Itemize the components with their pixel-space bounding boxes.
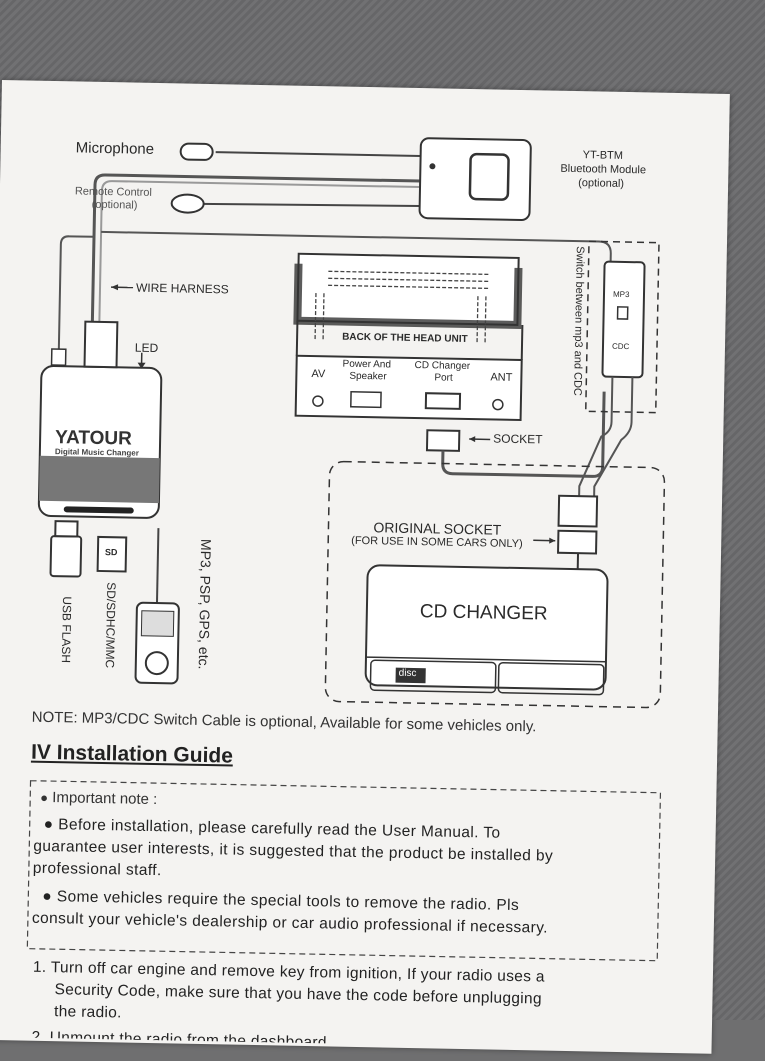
step1-line3: the radio. [54, 1001, 122, 1023]
disc-logo-text: disc [399, 668, 417, 679]
cd-changer-port-label-2: Port [434, 372, 453, 383]
cd-changer-port-icon [426, 393, 460, 409]
power-speaker-label-2: Speaker [349, 371, 386, 383]
original-socket-icon [558, 531, 596, 554]
bullet1-line3: professional staff. [33, 858, 162, 881]
head-unit-back [297, 254, 518, 325]
installation-guide-title: IV Installation Guide [31, 741, 233, 769]
bt-module-desc: Bluetooth Module [560, 163, 646, 177]
socket-label: SOCKET [493, 431, 543, 446]
mp3-switch-label: MP3 [613, 290, 630, 299]
yatour-subtitle: Digital Music Changer [55, 447, 139, 458]
sd-badge: SD [105, 547, 118, 557]
harness-connector [85, 322, 118, 368]
microphone-icon [181, 143, 213, 160]
sd-card-label: SD/SDHC/MMC [103, 582, 119, 668]
important-note-label: ● Important note : [40, 789, 157, 808]
remote-cable [200, 202, 420, 208]
microphone-label: Microphone [76, 139, 155, 158]
step2-line1: 2. Unmount the radio from the dashboard [31, 1027, 327, 1054]
cd-changer-port-label-1: CD Changer [414, 360, 470, 372]
microphone-cable [216, 152, 421, 156]
connector-plug-icon [559, 496, 598, 527]
bt-module-optional: (optional) [578, 177, 624, 190]
cdc-switch-label: CDC [612, 342, 630, 351]
wire-harness-label: WIRE HARNESS [136, 281, 229, 297]
mp3-players-label: MP3, PSP, GPS, etc. [196, 539, 215, 670]
socket-icon [427, 430, 459, 451]
remote-optional-label: (optional) [92, 199, 138, 212]
head-unit-ports [296, 356, 522, 420]
usb-flash-label: USB FLASH [59, 596, 74, 663]
cd-changer-label: CD CHANGER [420, 601, 548, 625]
usb-flash-icon [50, 536, 81, 577]
bt-module-name: YT-BTM [583, 149, 624, 162]
power-speaker-label-1: Power And [343, 359, 392, 371]
bulb-icon: ● [40, 790, 48, 805]
bluetooth-module [419, 138, 531, 220]
remote-control-icon [171, 194, 203, 213]
ant-label: ANT [490, 371, 512, 383]
av-label: AV [311, 368, 325, 380]
led-label: LED [135, 341, 159, 355]
manual-page: Microphone Remote Control (optional) YT-… [0, 80, 730, 1054]
remote-control-label: Remote Control [75, 185, 152, 198]
